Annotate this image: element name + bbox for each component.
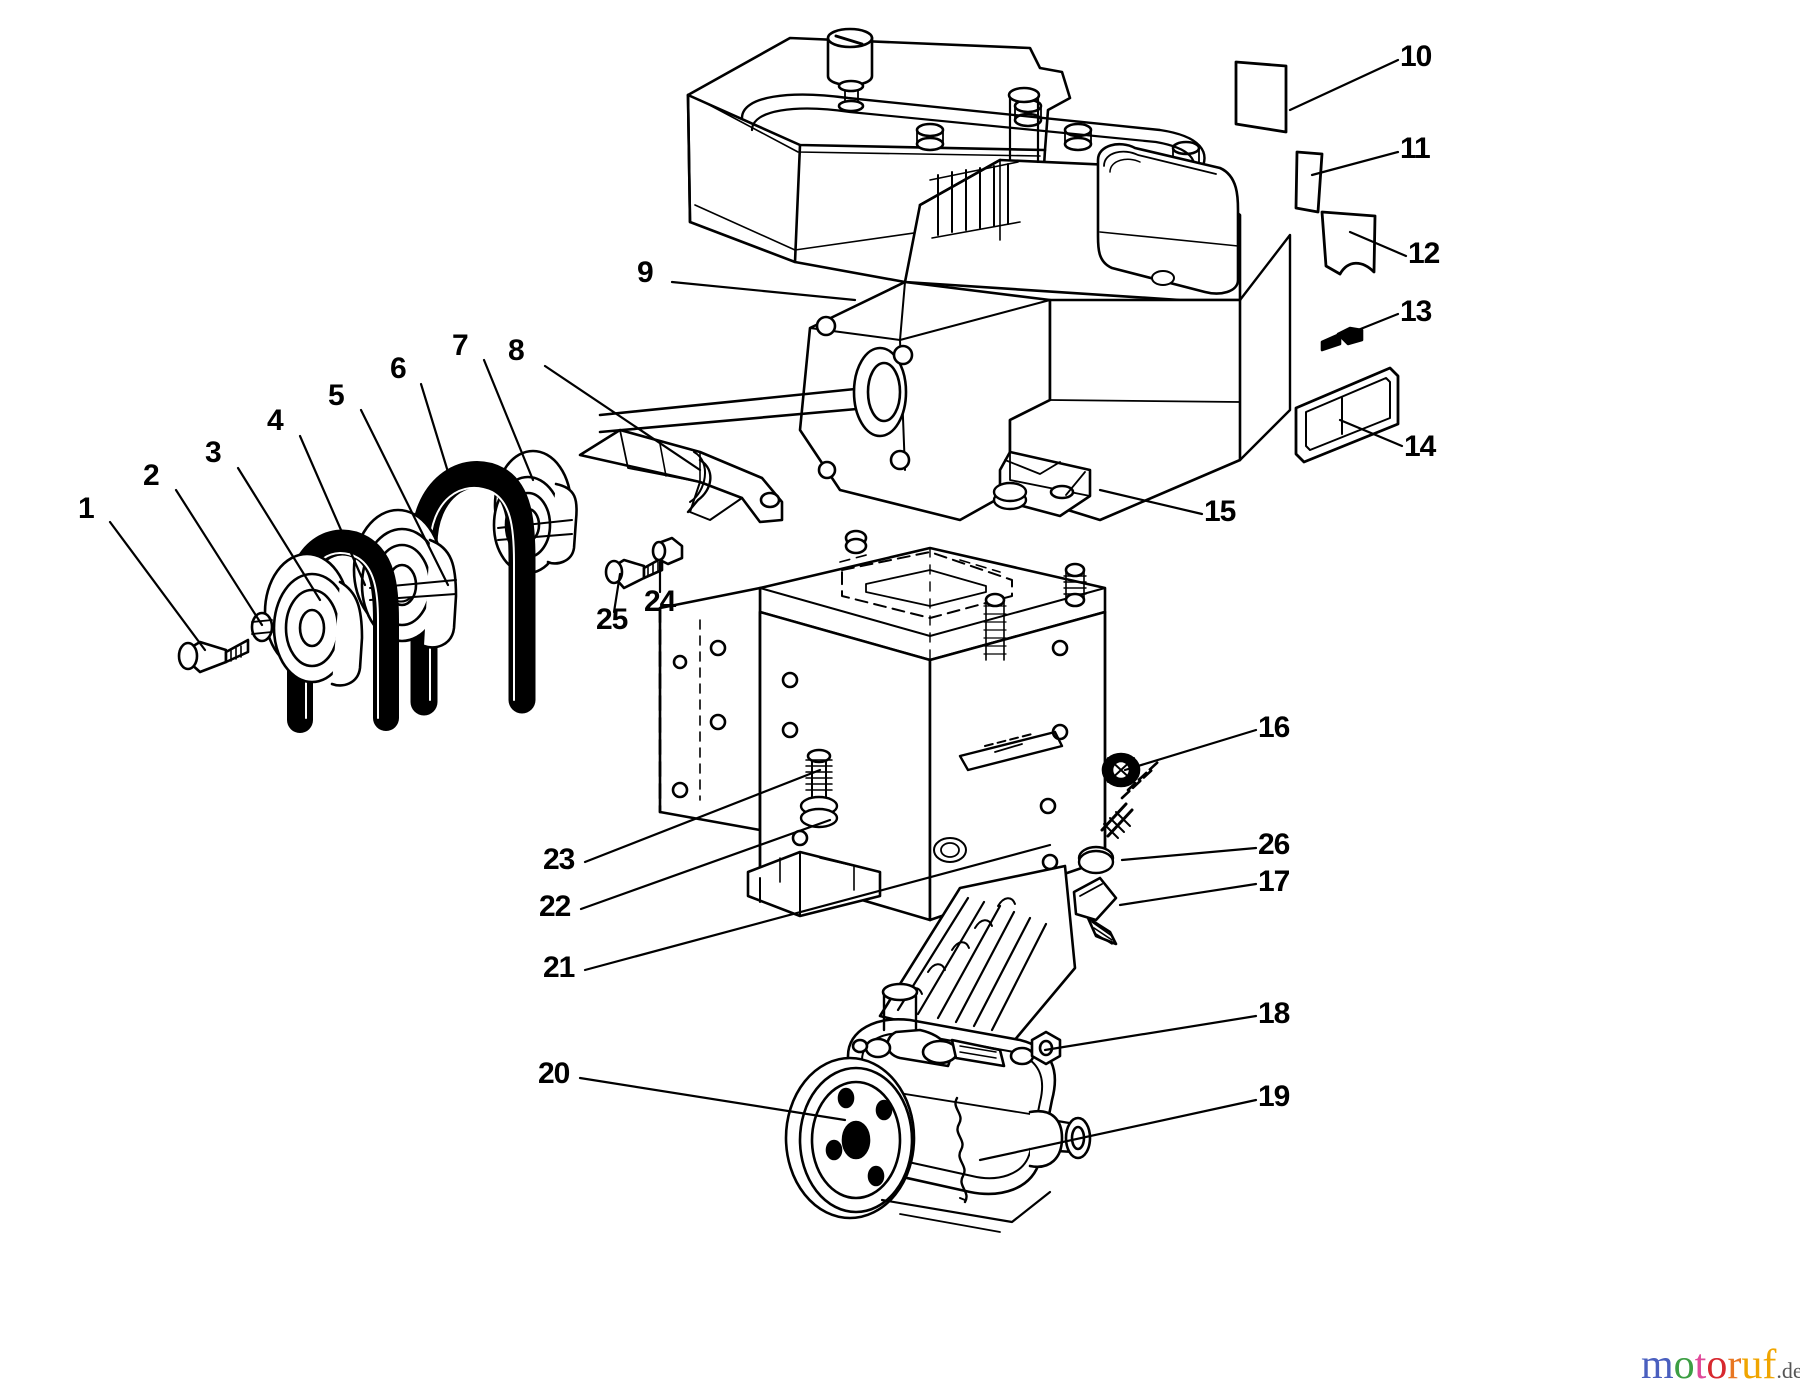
callout-26[interactable]: 26: [1258, 828, 1290, 861]
callout-8[interactable]: 8: [508, 334, 525, 367]
watermark-letter-u: u: [1741, 1342, 1763, 1388]
callout-20[interactable]: 20: [538, 1057, 570, 1090]
callout-9[interactable]: 9: [637, 256, 654, 289]
watermark-letter-m: m: [1641, 1342, 1674, 1388]
callout-11[interactable]: 11: [1400, 132, 1431, 165]
callout-6[interactable]: 6: [390, 352, 407, 385]
watermark-letter-o2: o: [1706, 1342, 1728, 1388]
callout-10[interactable]: 10: [1400, 40, 1432, 73]
callout-23[interactable]: 23: [543, 843, 575, 876]
callout-19[interactable]: 19: [1258, 1080, 1290, 1113]
callout-13[interactable]: 13: [1400, 295, 1432, 328]
callout-25[interactable]: 25: [596, 603, 628, 636]
watermark-letter-r: r: [1727, 1342, 1742, 1388]
motoruf-watermark: motoruf.de: [1641, 1344, 1800, 1386]
watermark-suffix: .de: [1776, 1358, 1800, 1383]
callout-12[interactable]: 12: [1408, 237, 1440, 270]
callout-15[interactable]: 15: [1204, 495, 1236, 528]
callout-3[interactable]: 3: [205, 436, 222, 469]
watermark-letter-t: t: [1694, 1342, 1707, 1388]
callout-24[interactable]: 24: [644, 585, 676, 618]
callout-4[interactable]: 4: [267, 404, 284, 437]
callout-18[interactable]: 18: [1258, 997, 1290, 1030]
watermark-letter-f: f: [1762, 1342, 1777, 1388]
callout-22[interactable]: 22: [539, 890, 571, 923]
callout-16[interactable]: 16: [1258, 711, 1290, 744]
callout-7[interactable]: 7: [452, 329, 469, 362]
watermark-letter-o1: o: [1673, 1342, 1695, 1388]
callout-1[interactable]: 1: [78, 492, 95, 525]
callout-14[interactable]: 14: [1404, 430, 1436, 463]
callout-5[interactable]: 5: [328, 379, 345, 412]
callout-2[interactable]: 2: [143, 459, 160, 492]
callout-17[interactable]: 17: [1258, 865, 1290, 898]
callout-21[interactable]: 21: [543, 951, 575, 984]
